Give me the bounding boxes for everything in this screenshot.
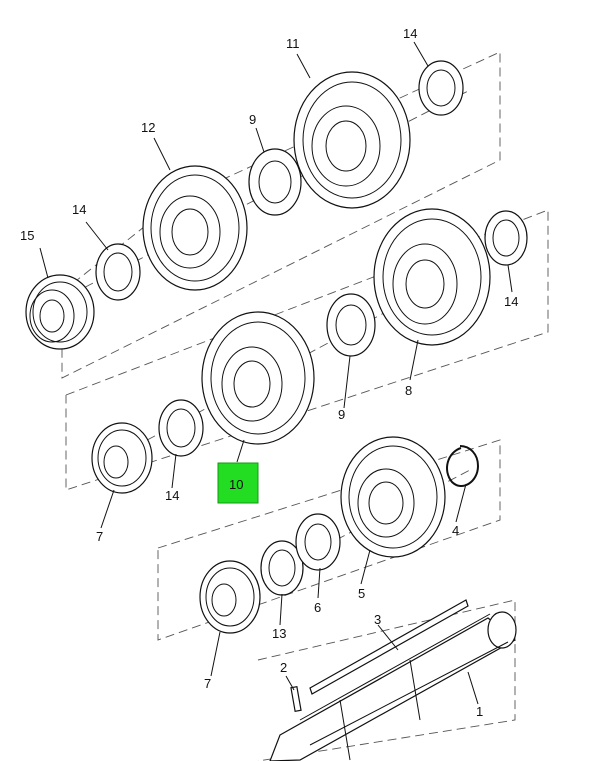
gear-part-8 [373, 208, 491, 346]
snap-ring-part-4 [446, 445, 480, 487]
callout-5[interactable]: 5 [358, 586, 365, 601]
shaft-part-1 [269, 611, 517, 761]
washer-part-14-c [158, 399, 204, 457]
callout-7-a[interactable]: 7 [96, 529, 103, 544]
callout-9-b[interactable]: 9 [338, 407, 345, 422]
pin-part-2 [290, 685, 302, 713]
gear-part-11 [293, 71, 411, 209]
highlight-box-part-10[interactable] [217, 462, 259, 504]
gear-part-7-b [199, 560, 261, 634]
gear-part-5 [340, 436, 446, 558]
callout-6[interactable]: 6 [314, 600, 321, 615]
group-outline-shaft [257, 599, 516, 761]
callout-14-a[interactable]: 14 [72, 202, 86, 217]
ring-part-13 [260, 540, 304, 596]
gear-part-12 [142, 165, 248, 291]
callout-10[interactable]: 10 [229, 477, 243, 492]
callout-15[interactable]: 15 [20, 228, 34, 243]
callout-14-c[interactable]: 14 [165, 488, 179, 503]
gear-part-7-a [91, 422, 153, 494]
callout-3[interactable]: 3 [374, 612, 381, 627]
callout-2[interactable]: 2 [280, 660, 287, 675]
leader-lines [39, 41, 513, 705]
gear-part-10 [201, 311, 315, 445]
washer-part-14-a [95, 243, 141, 301]
washer-part-14-b [418, 60, 464, 116]
gear-part-15 [25, 274, 95, 350]
callout-13[interactable]: 13 [272, 626, 286, 641]
callout-7-b[interactable]: 7 [204, 676, 211, 691]
callout-9-a[interactable]: 9 [249, 112, 256, 127]
callout-14-b[interactable]: 14 [403, 26, 417, 41]
ring-part-9-a [248, 148, 302, 216]
group-outline-upper [61, 51, 501, 379]
ring-part-9-b [326, 293, 376, 357]
callout-4[interactable]: 4 [452, 523, 459, 538]
key-part-3 [309, 599, 469, 695]
callout-1[interactable]: 1 [476, 704, 483, 719]
gear-part-6 [295, 513, 341, 571]
washer-part-14-d [484, 210, 528, 266]
callout-8[interactable]: 8 [405, 383, 412, 398]
callout-11[interactable]: 11 [286, 36, 300, 51]
callout-12[interactable]: 12 [141, 120, 155, 135]
callout-14-d[interactable]: 14 [504, 294, 518, 309]
